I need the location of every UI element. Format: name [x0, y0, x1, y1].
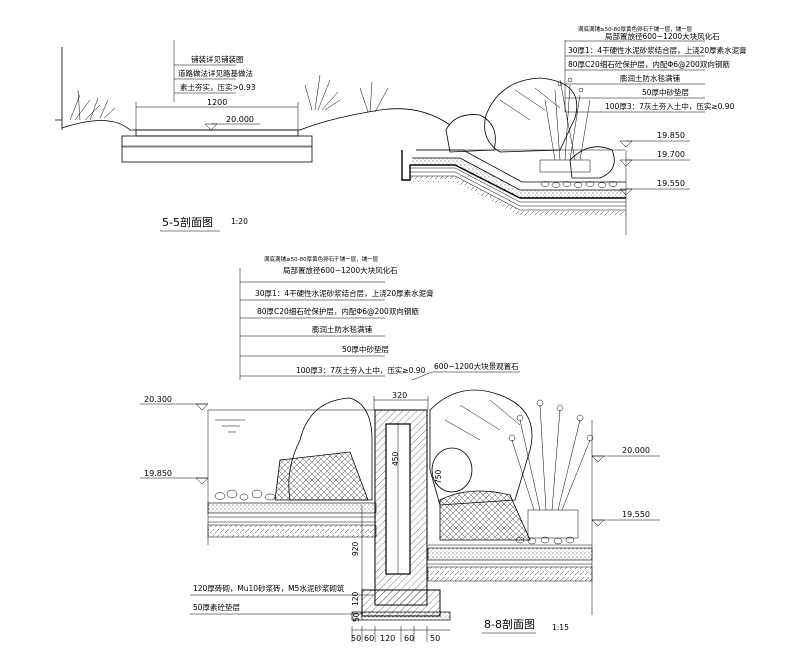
- layer-3-5-5: 80厚C20细石砼保护层，内配Φ6@200双向钢筋: [568, 59, 730, 69]
- reed-plant-icon: [539, 77, 591, 173]
- pebbles-5-5: [540, 181, 618, 188]
- wall-note-concrete: 50厚素砼垫层: [193, 602, 241, 612]
- elev-19850-5-5: 19.850: [657, 131, 685, 140]
- layer-6-5-5: 100厚3：7灰土夯入土中，压实≥0.90: [605, 101, 735, 111]
- layer-5-5-5: 50厚中砂垫层: [642, 87, 690, 97]
- layer-5-8-8: 50厚中砂垫层: [342, 344, 390, 354]
- dim-1200: 1200: [207, 98, 227, 107]
- dim-120: 120: [351, 591, 360, 606]
- elev-marker-20000: [204, 123, 260, 131]
- rock-note: 600~1200大块景观置石: [434, 361, 519, 371]
- dimensions-8-8: 320 450 750 920 120 50 50 60 120 60 50: [351, 391, 450, 643]
- plant-grass-icon: [69, 74, 389, 121]
- ground-line-5-5: [55, 47, 451, 131]
- landscape-rock-icon: [274, 389, 533, 541]
- section-5-5: 1200 20.000 铺装详见铺装图 道路做法详见路基做法 素土夯实，压实>0…: [55, 25, 747, 235]
- left-note-stack-5-5: 铺装详见铺装图 道路做法详见路基做法 素土夯实，压实>0.93: [173, 40, 256, 102]
- right-note-stack-5-5: 满底满铺≥50-80厚黄色卵石干铺一层，铺一层 局部置放径600~1200大块风…: [564, 25, 747, 113]
- layer-2-5-5: 30厚1：4干硬性水泥砂浆结合层，上浇20厚素水泥膏: [568, 45, 747, 55]
- elev-19850-8-8: 19.850: [144, 469, 172, 478]
- pond-floor-right-8-8: [427, 420, 593, 615]
- elev-19700-5-5: 19.700: [657, 150, 685, 159]
- rock-note-8-8: 600~1200大块景观置石: [411, 361, 520, 381]
- wall-note-brick: 120厚砖砌，Mu10砂浆砖，M5水泥砂浆砌筑: [193, 583, 345, 593]
- note-paving: 铺装详见铺装图: [191, 54, 244, 64]
- elev-20300-8-8: 20.300: [144, 395, 172, 404]
- base-layer-5-5: [121, 135, 313, 163]
- elev-20000-left: 20.000: [226, 115, 254, 124]
- dim-920: 920: [351, 541, 360, 556]
- elev-20000-8-8: 20.000: [622, 446, 650, 455]
- layer-6-8-8: 100厚3：7灰土夯入土中，压实≥0.90: [296, 365, 426, 375]
- base-layer-top-5-5: [121, 145, 313, 148]
- elev-19550-5-5: 19.550: [657, 179, 685, 188]
- layer-1-8-8: 局部置放径600~1200大块风化石: [283, 265, 398, 275]
- rock-boulder-icon: [445, 77, 615, 179]
- wall-notes-8-8: 120厚砖砌，Mu10砂浆砖，M5水泥砂浆砌筑 50厚素砼垫层: [190, 583, 374, 615]
- top-note-5-5: 满底满铺≥50-80厚黄色卵石干铺一层，铺一层: [578, 25, 693, 33]
- bottom-dim-120: 120: [380, 634, 395, 643]
- dim-320: 320: [392, 391, 407, 400]
- title-5-5: 5-5剖面图: [162, 215, 213, 229]
- bottom-dim-60-left: 60: [364, 634, 374, 643]
- water-line-8-8: [215, 419, 245, 433]
- reed-plant-8-8-icon: [508, 399, 594, 539]
- paving-slab-5-5: [135, 129, 299, 137]
- elev-markers-8-8: 20.300 19.850 20.000 19.550: [140, 395, 660, 527]
- layer-4-8-8: 膨润土防水毯满铺: [312, 324, 372, 334]
- scale-5-5: 1:20: [231, 217, 248, 226]
- retaining-wall-8-8: [351, 409, 451, 621]
- layer-3-8-8: 80厚C20细石砼保护层，内配Φ6@200双向钢筋: [257, 306, 419, 316]
- bottom-dim-60-right: 60: [404, 634, 414, 643]
- elev-19550-8-8: 19.550: [622, 510, 650, 519]
- top-note-8-8: 满底满铺≥50-80厚黄色卵石干铺一层，铺一层: [264, 255, 379, 263]
- bottom-dim-50-left: 50: [351, 634, 361, 643]
- layer-2-8-8: 30厚1：4干硬性水泥砂浆结合层，上浇20厚素水泥膏: [255, 288, 434, 298]
- title-8-8: 8-8剖面图: [484, 617, 535, 631]
- bottom-dim-50-right: 50: [430, 634, 440, 643]
- dim-50: 50: [352, 612, 361, 622]
- note-soil: 素土夯实，压实>0.93: [180, 82, 256, 92]
- pond-slope-5-5: [401, 149, 627, 235]
- layer-1-5-5: 局部置放径600~1200大块风化石: [605, 31, 720, 41]
- note-road: 道路做法详见路基做法: [178, 68, 253, 78]
- dim-750: 750: [434, 469, 443, 484]
- dim-450: 450: [391, 451, 400, 466]
- note-stack-8-8: 满底满铺≥50-80厚黄色卵石干铺一层，铺一层 局部置放径600~1200大块风…: [239, 255, 434, 380]
- section-8-8: 满底满铺≥50-80厚黄色卵石干铺一层，铺一层 局部置放径600~1200大块风…: [140, 255, 660, 643]
- layer-4-5-5: 膨润土防水毯满铺: [620, 73, 680, 83]
- elev-markers-5-5: 19.850 19.700 19.550: [619, 131, 690, 196]
- scale-8-8: 1:15: [552, 623, 569, 632]
